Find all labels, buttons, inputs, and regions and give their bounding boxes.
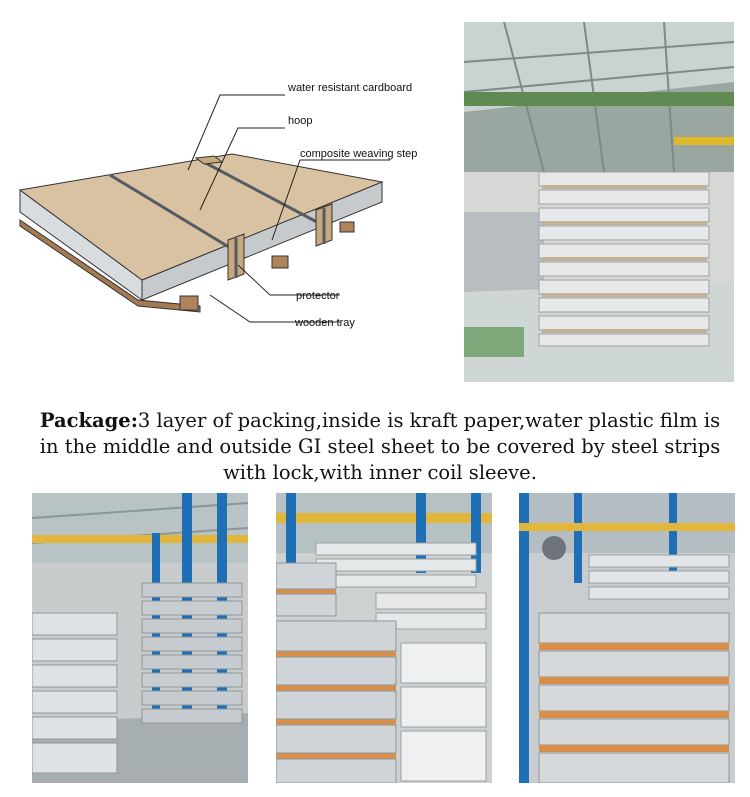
photo-steel-sheet-stacks-left <box>32 493 248 783</box>
package-text-body: 3 layer of packing,inside is kraft paper… <box>39 409 721 484</box>
photo-steel-sheet-stacks-right <box>519 493 735 783</box>
package-label: Package: <box>39 409 138 432</box>
label-water-resistant-cardboard: water resistant cardboard <box>288 82 413 94</box>
packing-diagram: water resistant cardboard hoop composite… <box>10 60 450 360</box>
label-wooden-tray: wooden tray <box>295 317 355 329</box>
photo-warehouse-stacked-sheets <box>464 22 734 382</box>
label-hoop: hoop <box>288 115 313 127</box>
photo-steel-sheet-stacks-center <box>276 493 492 783</box>
label-composite-weaving-step: composite weaving step <box>300 148 418 160</box>
label-protector: protector <box>296 290 340 302</box>
package-description: Package:3 layer of packing,inside is kra… <box>30 408 730 486</box>
packing-diagram-illustration <box>18 94 390 323</box>
